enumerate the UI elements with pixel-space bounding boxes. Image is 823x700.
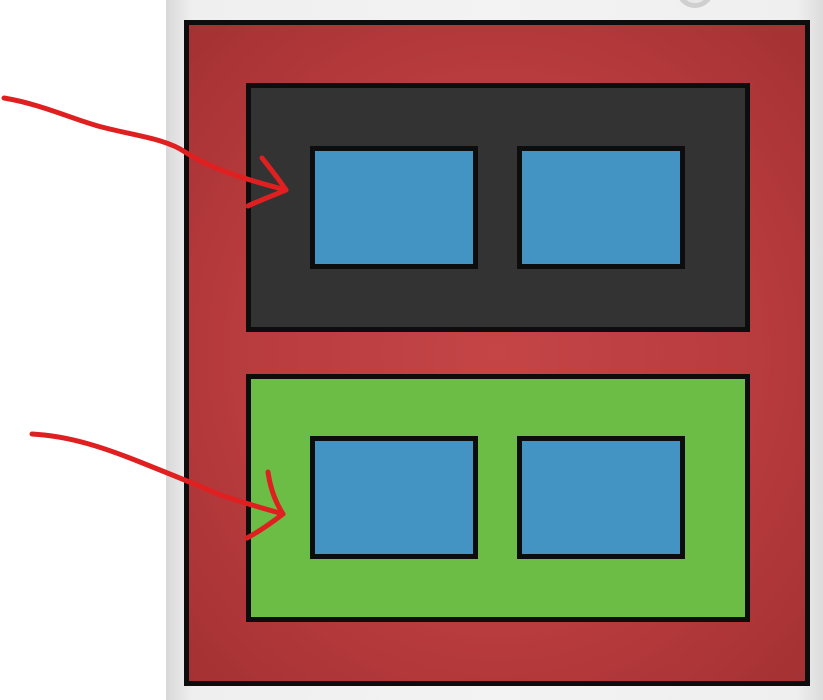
bottom-group-tile-right (517, 436, 685, 559)
top-group-tile-left (310, 146, 478, 269)
top-group-tile-right (517, 146, 685, 269)
bottom-group-tile-left (310, 436, 478, 559)
